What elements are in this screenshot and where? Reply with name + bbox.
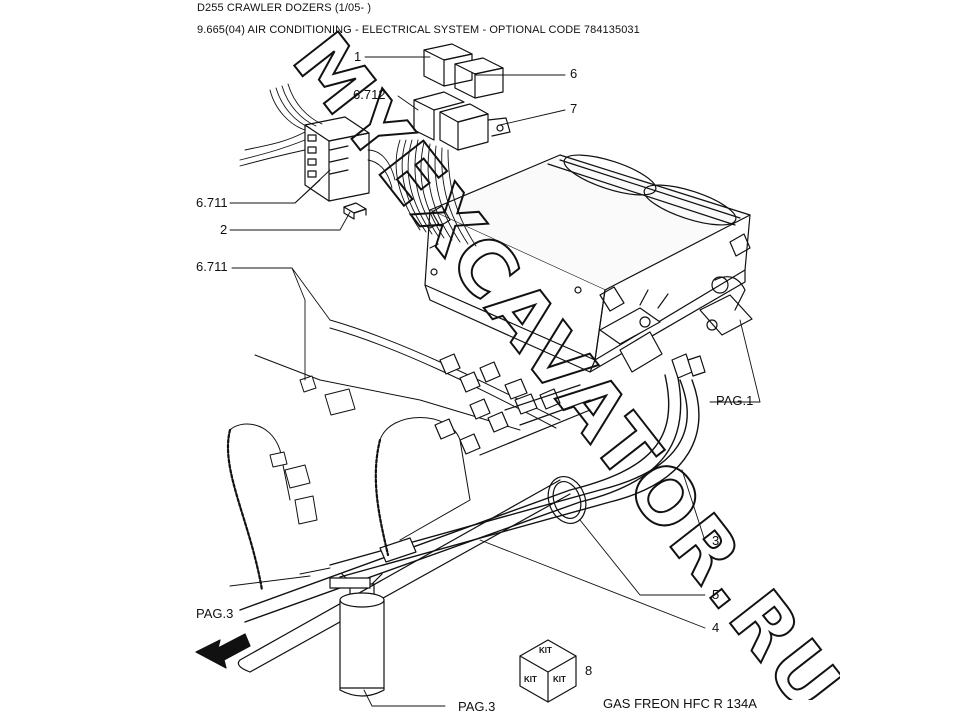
arrow-left-icon [195, 633, 251, 669]
callout-pag1: PAG.1 [716, 393, 754, 408]
kit-cube-icon [519, 639, 577, 703]
callout-2: 2 [220, 222, 228, 237]
fuse-part [343, 202, 367, 220]
relay-wire-bundle [395, 139, 477, 247]
callout-pag3-bottom: PAG.3 [458, 699, 496, 714]
connector-wires [239, 83, 396, 189]
callout-8: 8 [585, 663, 593, 678]
callout-6: 6 [570, 66, 578, 81]
connectors [434, 353, 591, 456]
callout-6-711-top: 6.711 [196, 195, 228, 210]
gas-type-note: GAS FREON HFC R 134A [603, 696, 757, 711]
callout-6-711-mid: 6.711 [196, 259, 228, 274]
kit-label-top: KIT [539, 646, 552, 655]
leader-lines [229, 56, 761, 707]
ac-unit-housing [424, 154, 751, 373]
receiver-drier [329, 573, 385, 697]
callout-6-712: 6.712 [353, 87, 386, 102]
callout-5: 5 [712, 587, 720, 602]
callout-pag3-left: PAG.3 [196, 606, 234, 621]
document-title: D255 CRAWLER DOZERS (1/05- ) [197, 2, 372, 14]
section-subtitle: 9.665(04) AIR CONDITIONING - ELECTRICAL … [197, 24, 640, 36]
kit-label-left: KIT [524, 675, 537, 684]
relay-group [413, 43, 511, 151]
refrigerant-hoses [237, 353, 706, 673]
callout-7: 7 [570, 101, 578, 116]
callout-3: 3 [712, 533, 720, 548]
kit-label-right: KIT [553, 675, 566, 684]
expansion-valve [599, 276, 753, 373]
wiring-harness [226, 319, 561, 592]
connector-block [304, 116, 370, 202]
callout-4: 4 [712, 620, 720, 635]
callout-1: 1 [354, 49, 362, 64]
